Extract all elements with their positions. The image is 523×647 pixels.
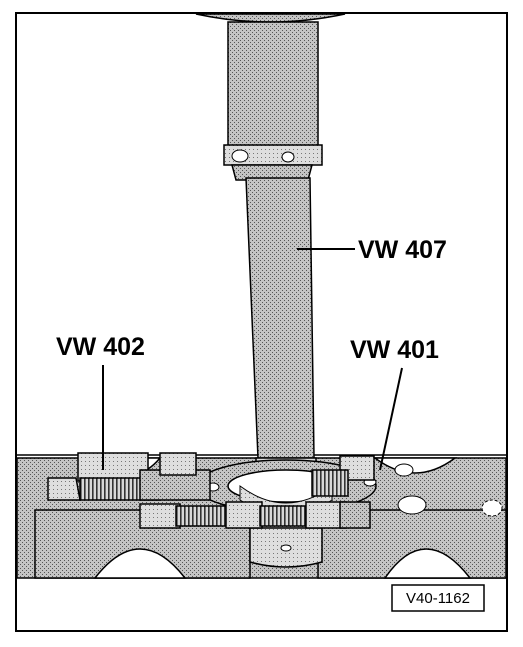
vw402-separating-tool <box>47 452 375 529</box>
label-vw407: VW 407 <box>358 236 447 264</box>
figure-code-box <box>391 584 485 612</box>
leader-lines <box>102 248 403 471</box>
label-vw401: VW 401 <box>350 336 439 364</box>
support-cylinder <box>249 527 323 568</box>
figure-code: V40-1162 <box>406 590 470 607</box>
press-ram <box>223 21 323 181</box>
label-vw402: VW 402 <box>56 333 145 361</box>
